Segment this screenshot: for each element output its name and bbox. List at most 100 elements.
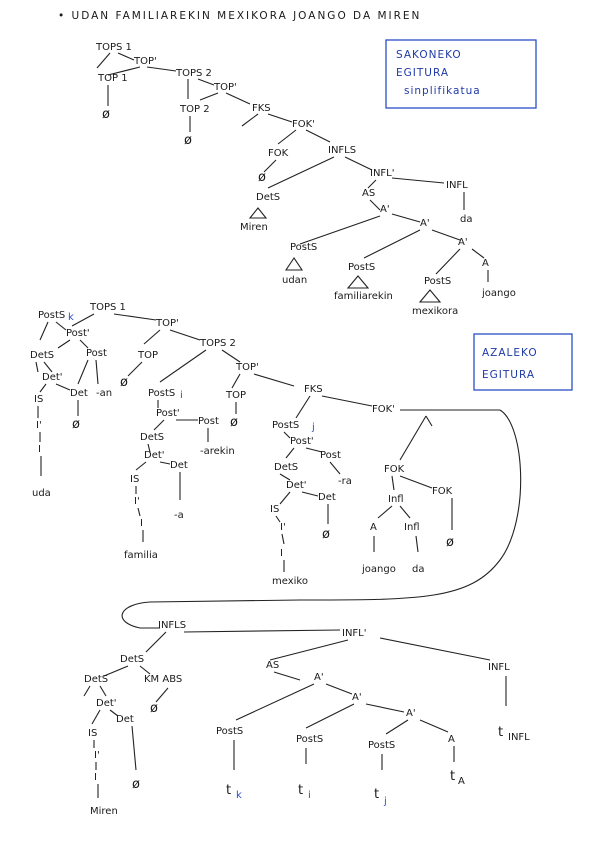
node-infl: INFL [446,180,468,191]
node-dets3: DetS [274,462,298,473]
node-fok: FOK [268,148,289,159]
node-top1: TOP 1 [97,73,128,84]
null-top1: ø [102,107,110,122]
trace-a-sub: A [458,776,465,787]
word-joango: joango [481,288,516,299]
node-a-bar3: A' [458,237,468,248]
node-postsk: PostS [38,310,65,321]
word-da: da [460,214,472,225]
connector-curve [121,409,522,629]
node-fok-bar: FOK' [292,119,315,130]
word-arekin: -arekin [200,446,235,457]
node-a-bar2: A' [420,218,430,229]
word-miren-bot: Miren [90,806,118,817]
word-an: -an [96,388,112,399]
word-familia: familia [124,550,158,561]
node-is-mid: IS [34,394,43,405]
word-familiarekin: familiarekin [334,291,393,302]
index-i: i [180,390,183,401]
node-top1bar-mid: TOP' [155,318,179,329]
node-top2-mid: TOP [225,390,246,401]
node-dets2: DetS [140,432,164,443]
trace-k-sub: k [236,790,242,801]
null-top-mid: ø [120,375,128,390]
node-top2-bar: TOP' [213,82,237,93]
node-dets: DetS [256,192,280,203]
box-top-line1: SAKONEKO [396,49,462,61]
node-fok2-mid: FOK [432,486,453,497]
node-tops1: TOPS 1 [95,42,132,53]
trace-i: t [298,783,303,798]
node-posts1-bot: PostS [216,726,243,737]
node-fok-mid: FOK [384,464,405,475]
node-is2: IS [130,474,139,485]
null-top2: ø [184,133,192,148]
box-mid-line2: EGITURA [482,369,535,381]
node-post3: Post [320,450,341,461]
word-miren: Miren [240,222,268,233]
node-det-mid: Det [70,388,88,399]
node-fks: FKS [252,103,271,114]
node-infl2-mid: Infl [404,522,420,533]
node-posts2-bot: PostS [296,734,323,745]
node-postsj: PostS [272,420,299,431]
trace-infl: t [498,725,503,740]
node-tops1-mid: TOPS 1 [89,302,126,313]
node-posts1: PostS [290,242,317,253]
node-ibar2: I' [134,496,140,507]
node-post2: Post [198,416,219,427]
null-det-mid: ø [72,417,80,432]
trace-i-sub: i [308,790,311,801]
word-mexiko: mexiko [272,576,308,587]
node-posts3-bot: PostS [368,740,395,751]
node-dets-bot: DetS [120,654,144,665]
box-top-line2: EGITURA [396,67,449,79]
null-fok: ø [258,170,266,185]
trace-j: t [374,787,379,802]
node-detbar-bot: Det' [96,698,117,709]
node-tops2: TOPS 2 [175,68,212,79]
word-ra: -ra [338,476,352,487]
node-abar2-bot: A' [352,692,362,703]
node-dets-mid: DetS [30,350,54,361]
node-top2bar-mid: TOP' [235,362,259,373]
null-top2-mid: ø [230,415,238,430]
node-detbar3: Det' [286,480,307,491]
null-km: ø [150,701,158,716]
node-post-mid: Post [86,348,107,359]
node-a-bot: A [448,734,455,745]
null-det3: ø [322,527,330,542]
word-joango-mid: joango [361,564,396,575]
node-postbar2: Post' [156,408,180,419]
node-abar1-bot: A' [314,672,324,683]
box-mid-line1: AZALEKO [482,347,538,359]
word-mexikora: mexikora [412,306,458,317]
null-fok-mid: ø [446,535,454,550]
node-infl-mid: Infl [388,494,404,505]
bottom-tree: INFLS INFL' INFL t INFL DetS DetS KM ABS… [83,620,530,817]
index-k: k [68,312,74,323]
node-fks-mid: FKS [304,384,323,395]
node-as-bot: AS [266,660,279,671]
trace-infl-sub: INFL [508,732,530,743]
node-a-mid: A [370,522,377,533]
word-da-mid: da [412,564,424,575]
node-a: A [482,258,489,269]
node-ibar-bot: I' [94,750,100,761]
node-postbar3: Post' [290,436,314,447]
node-i2: I [140,518,143,529]
node-ibar-mid: I' [36,420,42,431]
node-postsi: PostS [148,388,175,399]
node-infls: INFLS [328,145,356,156]
box-deep-structure [385,39,537,109]
trace-k: t [226,783,231,798]
node-is3: IS [270,504,279,515]
node-dets2-bot: DetS [84,674,108,685]
node-det-bar: Det' [42,372,63,383]
box-surface-structure [473,333,573,391]
node-i3: I [280,548,283,559]
deep-structure-tree: TOPS 1 TOP' TOP 1 ø TOPS 2 TOP' TOP 2 ø … [95,42,516,317]
node-abar3-bot: A' [406,708,416,719]
node-posts3: PostS [424,276,451,287]
